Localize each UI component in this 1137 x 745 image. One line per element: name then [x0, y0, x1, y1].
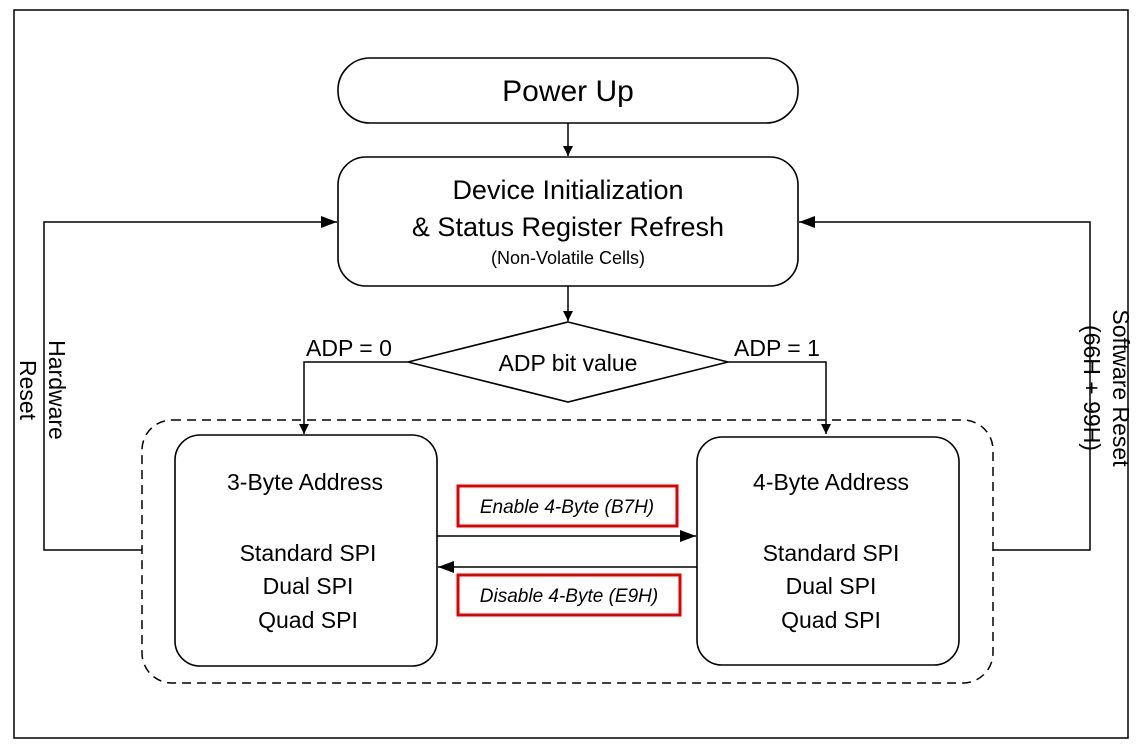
disable-4byte-label: Disable 4-Byte (E9H) [480, 586, 658, 607]
mode3-dual-spi: Dual SPI [263, 573, 354, 599]
init-line1: Device Initialization [452, 175, 683, 205]
enable-4byte-command: Enable 4-Byte (B7H) [456, 484, 679, 528]
hardware-reset-label: Hardware Reset [15, 340, 70, 440]
mode3-standard-spi: Standard SPI [240, 540, 377, 566]
three-byte-address-node: 3-Byte Address Standard SPI Dual SPI Qua… [174, 434, 438, 667]
address-mode-group [141, 419, 994, 684]
software-reset-line1: Software Reset [1108, 309, 1134, 467]
init-node: Device Initialization & Status Register … [337, 156, 799, 287]
software-reset-loop [799, 216, 1091, 551]
disable-4byte-command: Disable 4-Byte (E9H) [456, 573, 682, 617]
mode3-quad-spi: Quad SPI [258, 607, 358, 633]
mode4-quad-spi: Quad SPI [781, 607, 881, 633]
hardware-reset-loop [43, 216, 337, 551]
adp-decision-node: ADP bit value [407, 321, 729, 403]
arrow-adp1-branch [728, 361, 831, 434]
hardware-reset-line1: Hardware [44, 340, 70, 440]
mode4-standard-spi: Standard SPI [763, 540, 900, 566]
adp1-label: ADP = 1 [734, 335, 820, 361]
outer-frame [13, 9, 1129, 739]
mode4-title: 4-Byte Address [753, 469, 909, 495]
decision-label: ADP bit value [499, 350, 638, 376]
power-up-label: Power Up [502, 75, 634, 108]
adp0-label: ADP = 0 [306, 335, 392, 361]
software-reset-line2: (66H + 99H) [1079, 325, 1105, 451]
four-byte-address-node: 4-Byte Address Standard SPI Dual SPI Qua… [696, 436, 960, 666]
mode4-dual-spi: Dual SPI [786, 573, 877, 599]
init-line2: & Status Register Refresh [412, 212, 724, 242]
software-reset-label: Software Reset (66H + 99H) [1079, 309, 1134, 467]
hardware-reset-line2: Reset [15, 360, 41, 421]
arrow-adp0-branch [299, 361, 408, 434]
enable-4byte-label: Enable 4-Byte (B7H) [480, 497, 654, 518]
mode3-title: 3-Byte Address [227, 469, 383, 495]
init-line3: (Non-Volatile Cells) [491, 248, 645, 268]
power-up-node: Power Up [337, 57, 799, 124]
